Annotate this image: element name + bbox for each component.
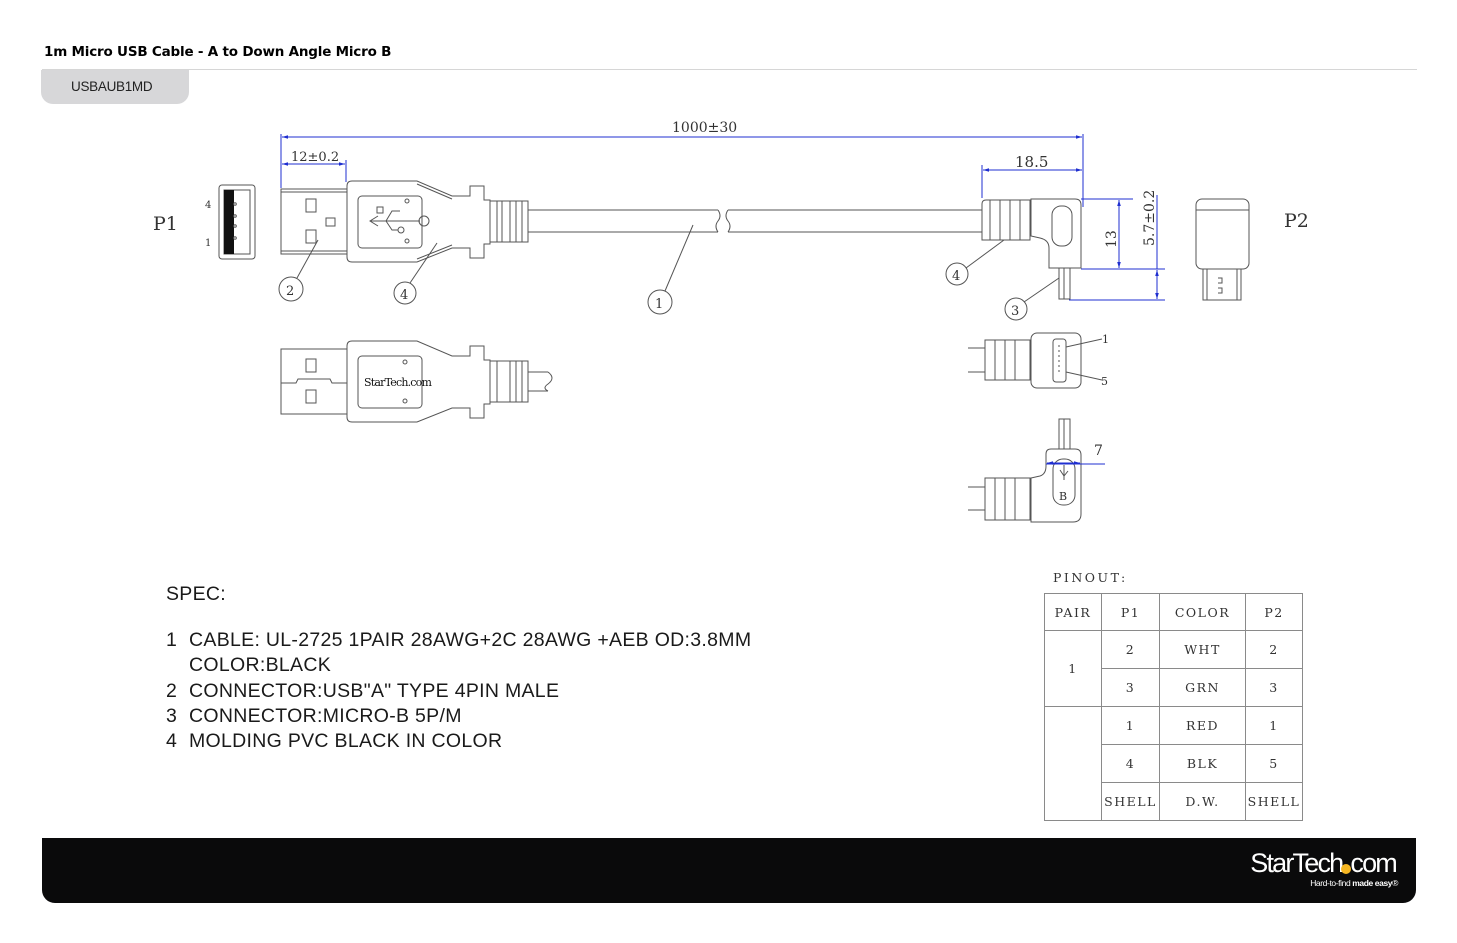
tagline-light: Hard-to-find xyxy=(1310,878,1353,888)
col-p1: P1 xyxy=(1101,593,1160,631)
logo-dot-icon xyxy=(1341,864,1352,874)
pair-cell xyxy=(1044,706,1102,821)
table-row: 4 BLK 5 xyxy=(1045,744,1303,783)
dimension-lines xyxy=(280,134,1165,465)
sku-tab: USBAUB1MD xyxy=(41,70,189,104)
callout-4a: 4 xyxy=(400,288,408,303)
p1-pin-bottom: 1 xyxy=(205,238,211,249)
micro-pin-bottom: 5 xyxy=(1101,375,1108,388)
p2-cell: SHELL xyxy=(1245,782,1303,821)
pinout-label: PINOUT: xyxy=(1053,570,1128,585)
p1-label: P1 xyxy=(153,213,178,235)
table-header-row: PAIR P1 COLOR P2 xyxy=(1044,593,1303,631)
micro-b-top-view xyxy=(968,332,1103,389)
table-row: 1 RED 1 xyxy=(1044,706,1303,821)
micro-b-letter: B xyxy=(1059,490,1067,503)
p1-pin-top: 4 xyxy=(205,200,211,211)
col-color: COLOR xyxy=(1159,593,1246,631)
callouts xyxy=(278,224,1060,321)
table-row: 3 GRN 3 xyxy=(1045,668,1303,707)
dim-overall-length: 1000±30 xyxy=(672,120,737,136)
color-cell: RED xyxy=(1159,706,1246,745)
pair-cell: 1 xyxy=(1044,630,1102,707)
table-row: 1 2 WHT 2 xyxy=(1044,630,1303,707)
dim-plug-length: 12±0.2 xyxy=(291,150,339,165)
callout-4b: 4 xyxy=(952,269,960,284)
p2-label: P2 xyxy=(1284,210,1309,232)
color-cell: WHT xyxy=(1159,630,1246,669)
title-divider xyxy=(42,69,1417,70)
col-pair: PAIR xyxy=(1044,593,1102,631)
p1-cell: 3 xyxy=(1101,668,1160,707)
cable-drawing: P1 P2 4 1 1000±30 12±0.2 18.5 13 5.7±0.2… xyxy=(153,120,1309,523)
micro-pin-top: 1 xyxy=(1102,333,1109,346)
logo-tagline: Hard-to-find made easy® xyxy=(1250,878,1398,888)
pinout-table: PAIR P1 COLOR P2 1 2 WHT 2 3 GRN 3 1 RED… xyxy=(1044,593,1303,821)
color-cell: GRN xyxy=(1159,668,1246,707)
p2-cell: 1 xyxy=(1245,706,1303,745)
spec-item: COLOR:BLACK xyxy=(189,654,332,677)
dim-angle-head-length: 18.5 xyxy=(1015,153,1048,171)
usb-a-end-view xyxy=(218,184,256,260)
spec-heading: SPEC: xyxy=(166,583,227,605)
page-title: 1m Micro USB Cable - A to Down Angle Mic… xyxy=(44,44,392,60)
tagline-mark: ® xyxy=(1392,878,1398,888)
dim-head-height: 13 xyxy=(1104,230,1120,248)
p2-cell: 2 xyxy=(1245,630,1303,669)
dim-head-width: 7 xyxy=(1094,443,1103,459)
p1-cell: 2 xyxy=(1101,630,1160,669)
table-row: SHELL D.W. SHELL xyxy=(1045,782,1303,821)
usb-a-connector xyxy=(280,180,529,263)
color-cell: D.W. xyxy=(1159,782,1246,821)
callout-1: 1 xyxy=(655,297,663,312)
micro-b-connector xyxy=(981,198,1082,300)
micro-b-side-view xyxy=(968,418,1082,523)
tagline-bold: made easy xyxy=(1352,878,1393,888)
col-p2: P2 xyxy=(1245,593,1303,631)
p1-cell: 4 xyxy=(1101,744,1160,783)
micro-b-end-view xyxy=(1195,198,1250,301)
usb-a-logo-text: StarTech.com xyxy=(364,376,432,389)
callout-2: 2 xyxy=(286,284,294,299)
p1-cell: 1 xyxy=(1101,706,1160,745)
p2-cell: 3 xyxy=(1245,668,1303,707)
color-cell: BLK xyxy=(1159,744,1246,783)
cable xyxy=(528,209,982,233)
logo-brand-right: com xyxy=(1350,848,1397,878)
sku-label: USBAUB1MD xyxy=(71,79,153,94)
p1-cell: SHELL xyxy=(1101,782,1160,821)
usb-a-logo-view xyxy=(280,340,553,423)
logo-brand-left: StarTech xyxy=(1250,848,1344,878)
dim-plug-depth: 5.7±0.2 xyxy=(1142,190,1158,246)
callout-3: 3 xyxy=(1011,304,1019,319)
p2-cell: 5 xyxy=(1245,744,1303,783)
